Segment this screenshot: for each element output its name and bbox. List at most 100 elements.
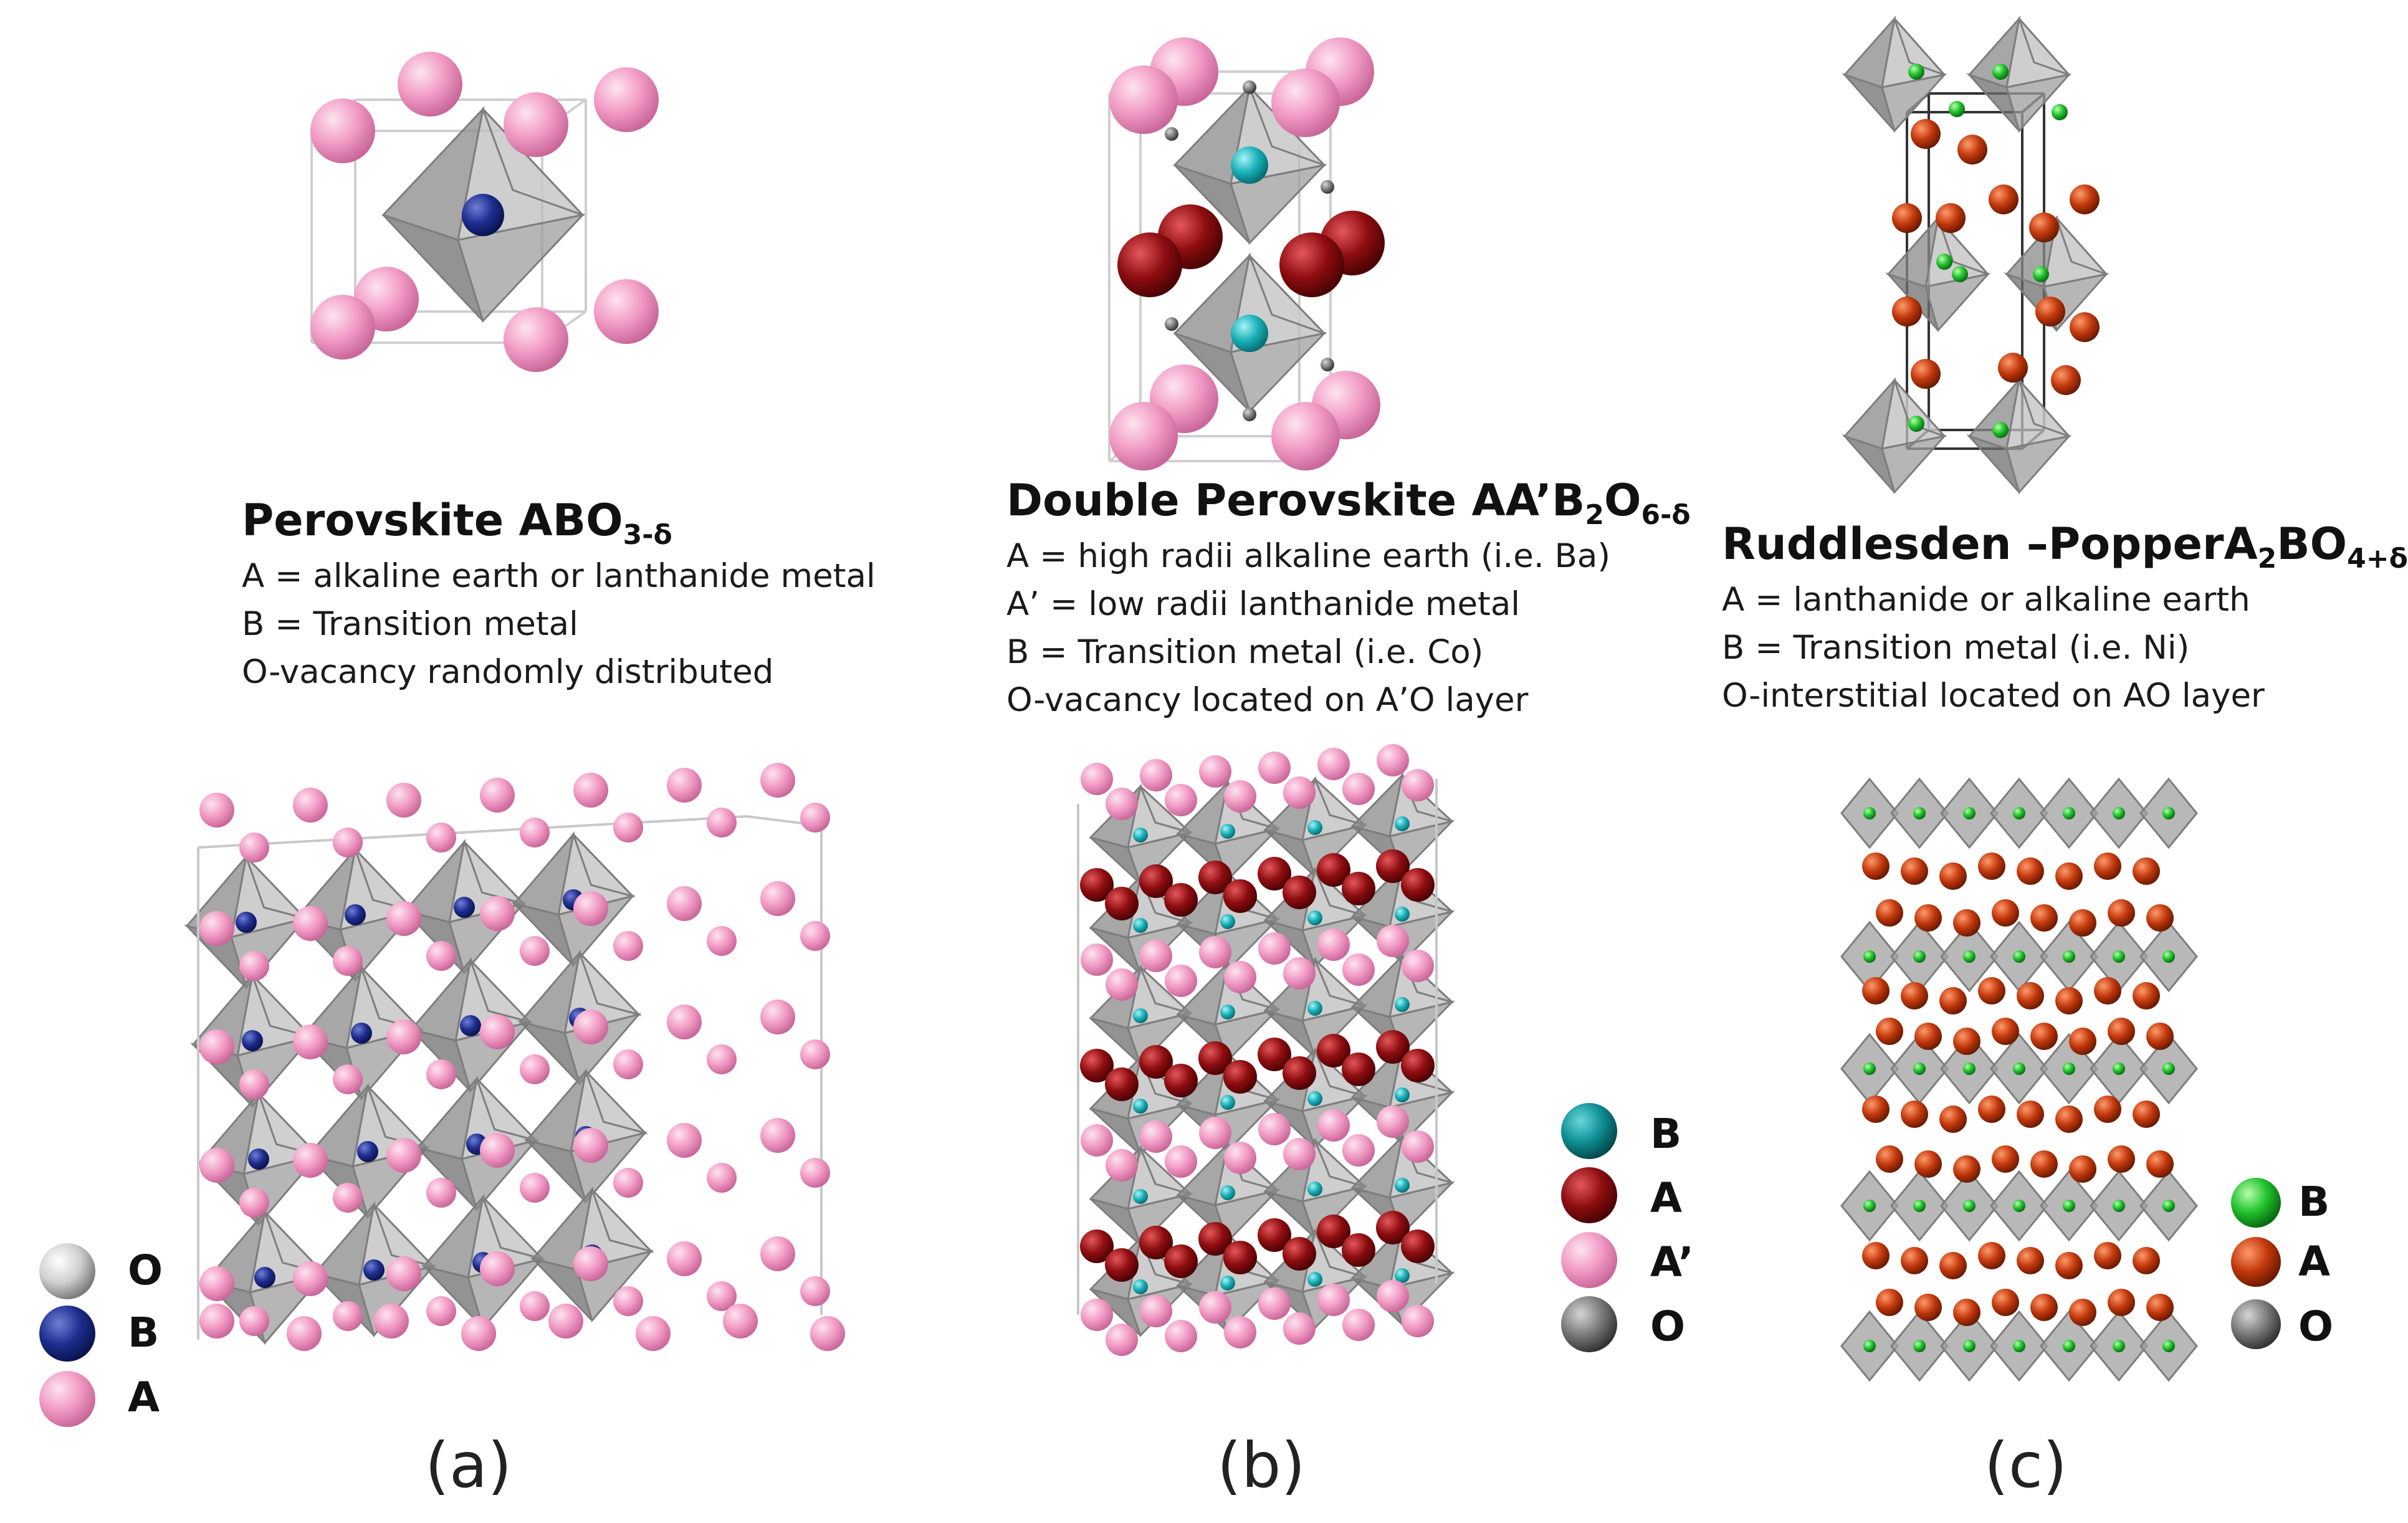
b-site-atom [1220, 1185, 1235, 1200]
a-site-atom [1105, 1067, 1139, 1101]
b-site-atom [1231, 315, 1268, 352]
a-prime-site-atom [1342, 953, 1375, 986]
a-site-atom [480, 1015, 515, 1049]
b-site-atom [2162, 807, 2175, 819]
a-site-atom [1876, 1145, 1903, 1173]
a-site-atom [1936, 203, 1966, 233]
a-site-atom [594, 279, 659, 344]
a-prime-site-atom [1199, 1291, 1231, 1324]
legend-orb-b [1561, 1103, 1617, 1159]
panel-b-line-4: O-vacancy located on A’O layer [1006, 681, 1529, 719]
b-site-atom [1220, 914, 1235, 929]
a-site-atom [1939, 862, 1967, 890]
a-site-atom [1198, 1222, 1232, 1256]
a-site-atom [1901, 1247, 1928, 1274]
a-prime-site-atom [1199, 755, 1231, 788]
a-prime-site-atom [1258, 1287, 1291, 1320]
b-site-atom [351, 1023, 372, 1044]
a-site-atom [2051, 365, 2081, 395]
a-site-atom [2055, 1105, 2083, 1133]
a-site-atom [800, 921, 830, 951]
octahedron-face [2018, 18, 2070, 76]
a-site-atom [1978, 1096, 2005, 1123]
b-site-atom [1133, 1099, 1148, 1114]
a-site-atom [398, 52, 462, 117]
a-site-atom [1914, 1150, 1942, 1178]
a-site-atom [1953, 909, 1980, 937]
b-site-atom [2013, 950, 2025, 963]
b-site-atom [1395, 907, 1410, 922]
b-site-atom [2052, 104, 2068, 120]
a-site-atom [1283, 1237, 1316, 1271]
octahedron-face [1139, 966, 1192, 1015]
a-prime-site-atom [1342, 773, 1375, 805]
panel-c-title: Ruddlesden –PopperA2BO4+δ [1722, 518, 2408, 575]
a-site-atom [2094, 977, 2121, 1005]
octahedron-face [1139, 785, 1192, 834]
a-site-atom [504, 92, 568, 157]
a-prime-site-atom [1106, 1324, 1138, 1356]
a-site-atom [1978, 1242, 2005, 1269]
b-site-atom [1949, 101, 1965, 117]
legend-b-label-4: O [1650, 1302, 1686, 1350]
b-site-atom [1908, 416, 1924, 432]
a-site-atom [1401, 868, 1435, 902]
b-site-atom [1395, 1268, 1410, 1283]
a-site-atom [1376, 849, 1410, 883]
a-site-atom [1342, 872, 1375, 905]
b-site-atom [1913, 1340, 1926, 1352]
panel-b-line-3: B = Transition metal (i.e. Co) [1006, 633, 1484, 671]
a-prime-site-atom [1140, 1120, 1172, 1153]
b-site-atom [2162, 1062, 2175, 1075]
a-site-atom [199, 793, 234, 828]
a-prime-site-atom [1081, 1124, 1113, 1157]
a-site-atom [2055, 987, 2083, 1015]
a-site-atom [800, 803, 830, 833]
a-site-atom [2133, 857, 2160, 885]
a-prime-site-atom [1165, 965, 1197, 997]
a-site-atom [2094, 1096, 2121, 1123]
b-site-atom [254, 1267, 275, 1288]
a-prime-site-atom [1317, 1284, 1350, 1316]
a-prime-site-atom [1271, 402, 1340, 470]
caption-a: (a) [425, 1429, 512, 1502]
a-prime-site-atom [1140, 940, 1172, 972]
a-prime-site-atom [1402, 1305, 1434, 1337]
legend-c-label-2: A [2298, 1238, 2331, 1286]
a-site-atom [1080, 1049, 1114, 1082]
a-prime-site-atom [1081, 1299, 1113, 1331]
a-site-atom [667, 886, 702, 921]
a-prime-site-atom [1081, 943, 1113, 976]
a-site-atom [426, 1296, 456, 1326]
a-site-atom [1939, 987, 1967, 1015]
a-site-atom [239, 951, 269, 981]
a-site-atom [310, 98, 375, 163]
a-site-atom [573, 891, 608, 926]
b-site-atom [454, 897, 475, 918]
panel-a-line-3: O-vacancy randomly distributed [242, 653, 774, 691]
a-prime-site-atom [1224, 1142, 1256, 1174]
octahedron-face [245, 856, 308, 920]
b-site-atom [1395, 816, 1410, 831]
a-site-atom [1223, 1241, 1257, 1274]
a-prime-site-atom [1283, 957, 1316, 990]
a-site-atom [199, 1304, 234, 1339]
b-site-atom [1220, 1276, 1235, 1291]
a-prime-site-atom [1106, 788, 1138, 820]
b-site-atom [2113, 807, 2125, 819]
a-site-atom [1892, 297, 1922, 327]
b-site-atom [2113, 1340, 2125, 1352]
legend-c-label-3: O [2298, 1302, 2334, 1350]
b-site-atom [1307, 1182, 1322, 1196]
a-prime-site-atom [1224, 961, 1256, 993]
b-site-atom [1913, 807, 1926, 819]
panel-b-line-1: A = high radii alkaline earth (i.e. Ba) [1006, 537, 1611, 575]
b-site-atom [1133, 1279, 1148, 1294]
a-site-atom [2069, 1155, 2096, 1183]
a-site-atom [2029, 212, 2059, 242]
a-site-atom [760, 1236, 795, 1271]
a-site-atom [333, 946, 363, 976]
legend-b-label-1: B [1650, 1110, 1682, 1158]
a-site-atom [2069, 909, 2096, 937]
b-site-atom [1133, 918, 1148, 933]
